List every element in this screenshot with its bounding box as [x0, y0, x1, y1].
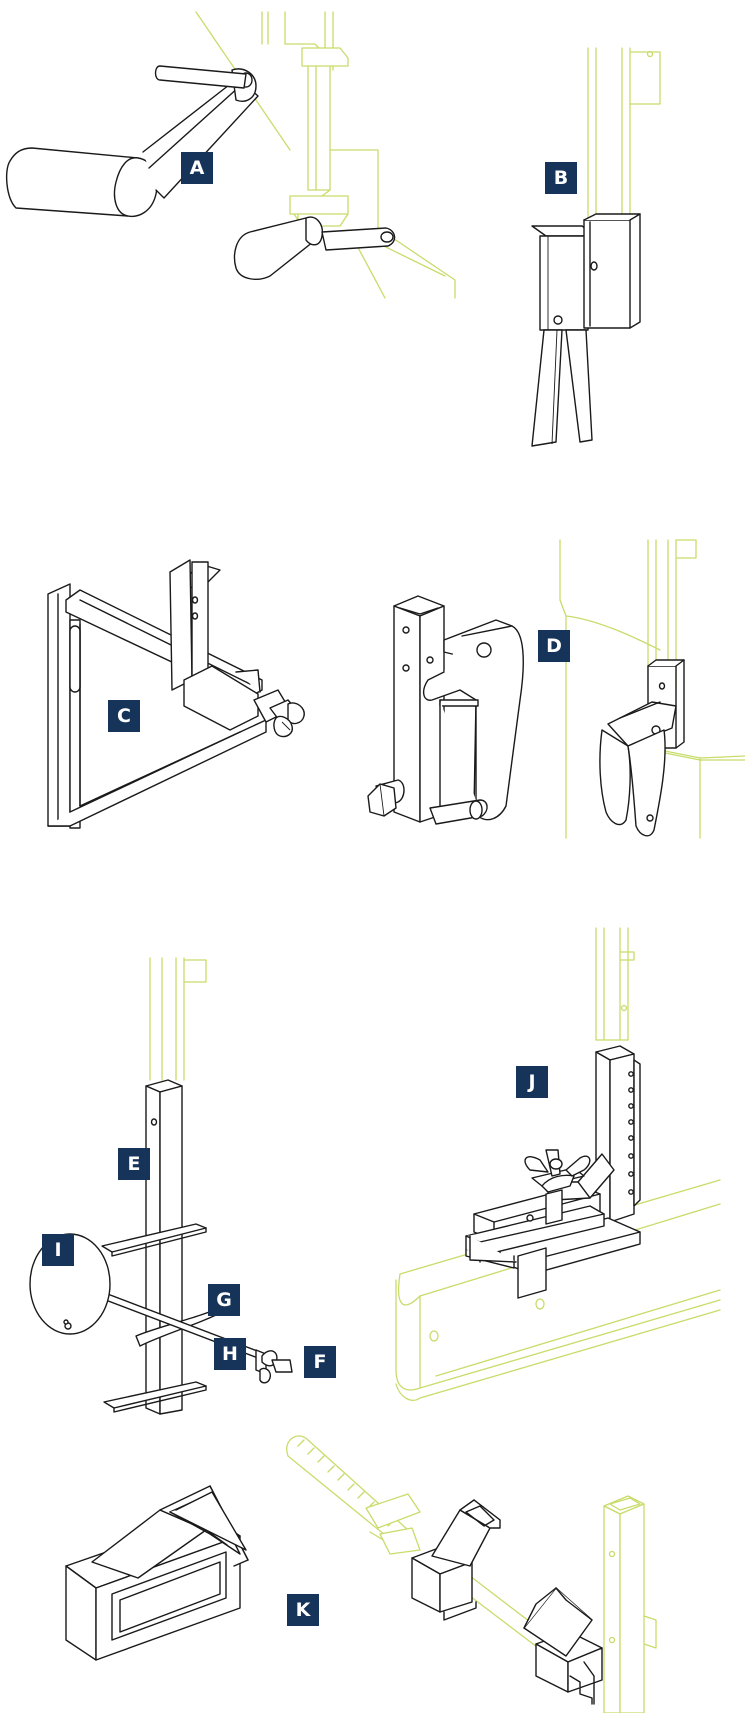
part-clamp-with-bolt [367, 595, 524, 825]
label-c: C [108, 700, 140, 732]
part-c-bracket-frame [47, 559, 305, 829]
part-e-post-with-disc [29, 957, 293, 1415]
label-h: H [214, 1338, 246, 1370]
label-f: F [304, 1346, 336, 1378]
label-e: E [118, 1148, 150, 1180]
label-g: G [208, 1284, 240, 1316]
label-j: J [516, 1066, 548, 1098]
part-j-bench-vise [395, 927, 721, 1401]
label-k: K [287, 1594, 319, 1626]
part-k-tube-joint [65, 1435, 657, 1713]
label-b: B [545, 162, 577, 194]
part-b-clamp-jaw [531, 47, 661, 447]
label-i: I [42, 1234, 74, 1266]
label-a: A [181, 152, 213, 184]
part-d-hinged-clamp [559, 539, 745, 839]
part-a-crank-handle [5, 11, 456, 299]
label-d: D [538, 630, 570, 662]
